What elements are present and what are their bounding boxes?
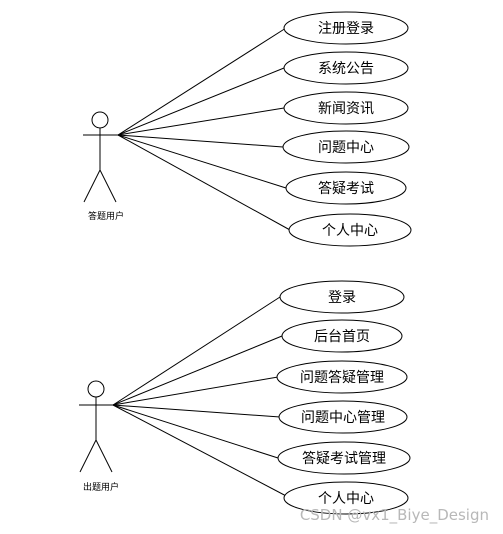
use-case-label: 问题中心管理 — [301, 410, 385, 426]
use-case-ellipse — [283, 51, 409, 85]
use-case-label: 个人中心 — [322, 223, 378, 239]
use-case-personal-center: 个人中心 — [288, 213, 412, 247]
use-case-ellipse — [278, 400, 408, 434]
use-case-ellipse — [276, 360, 408, 394]
actor-label: 答题用户 — [88, 210, 124, 222]
actor-head — [87, 380, 105, 398]
association-line — [112, 376, 279, 406]
use-case-label: 问题答疑管理 — [300, 369, 384, 386]
use-case-ellipse — [281, 319, 403, 353]
association-line — [117, 67, 285, 136]
use-case-label: 问题中心 — [318, 140, 374, 156]
use-case-ellipse — [279, 280, 405, 314]
use-case-label: 系统公告 — [318, 61, 374, 77]
use-case-login: 登录 — [279, 280, 405, 314]
actor-label: 出题用户 — [83, 481, 119, 493]
use-case-question-center-management: 问题中心管理 — [278, 400, 408, 434]
use-case-ellipse — [283, 481, 409, 515]
actor-left-leg — [83, 169, 101, 203]
use-case-news: 新闻资讯 — [283, 91, 409, 125]
associations — [117, 27, 291, 231]
association-line — [117, 107, 285, 136]
association-line — [112, 404, 281, 418]
use-case-label: 后台首页 — [314, 329, 370, 345]
association-line — [112, 404, 279, 459]
diagram-question-setter: 出题用户 登录 后台首页 问题答疑管理 — [79, 280, 411, 515]
actor-right-leg — [95, 439, 113, 473]
use-case-exam-management: 答疑考试管理 — [277, 441, 411, 475]
use-case-ellipse — [283, 11, 409, 45]
use-case-ellipse — [288, 213, 412, 247]
actor-question-setter — [79, 380, 113, 473]
association-line — [117, 134, 284, 148]
use-case-label: 新闻资讯 — [318, 101, 374, 117]
use-case-label: 个人中心 — [318, 491, 374, 507]
actor-left-leg — [79, 439, 97, 473]
use-case-label: 登录 — [328, 290, 356, 306]
association-line — [117, 134, 287, 189]
actor-right-leg — [99, 169, 117, 203]
association-line — [112, 335, 283, 406]
use-case-personal-center-2: 个人中心 — [283, 481, 409, 515]
use-case-label: 注册登录 — [318, 21, 374, 37]
watermark: CSDN @vx1_Biye_Design — [300, 506, 489, 525]
association-line — [117, 27, 287, 136]
use-case-ellipse — [285, 171, 407, 205]
use-case-question-center: 问题中心 — [282, 130, 410, 164]
use-case-ellipse — [277, 441, 411, 475]
diagram-answer-user: 答题用户 注册登录 系统公告 新闻资讯 — [83, 11, 412, 247]
associations — [112, 296, 291, 499]
use-case-register-login: 注册登录 — [283, 11, 409, 45]
actor-answer-user — [83, 111, 118, 203]
use-case-system-notice: 系统公告 — [283, 51, 409, 85]
use-case-admin-home: 后台首页 — [281, 319, 403, 353]
use-case-qa-management: 问题答疑管理 — [276, 360, 408, 394]
association-line — [112, 404, 291, 499]
association-line — [112, 296, 281, 406]
use-case-label: 答疑考试管理 — [302, 450, 386, 467]
use-case-label: 答疑考试 — [318, 180, 374, 197]
use-case-ellipse — [282, 130, 410, 164]
association-line — [117, 134, 291, 231]
use-case-ellipse — [283, 91, 409, 125]
use-case-exam: 答疑考试 — [285, 171, 407, 205]
actor-head — [91, 111, 109, 129]
